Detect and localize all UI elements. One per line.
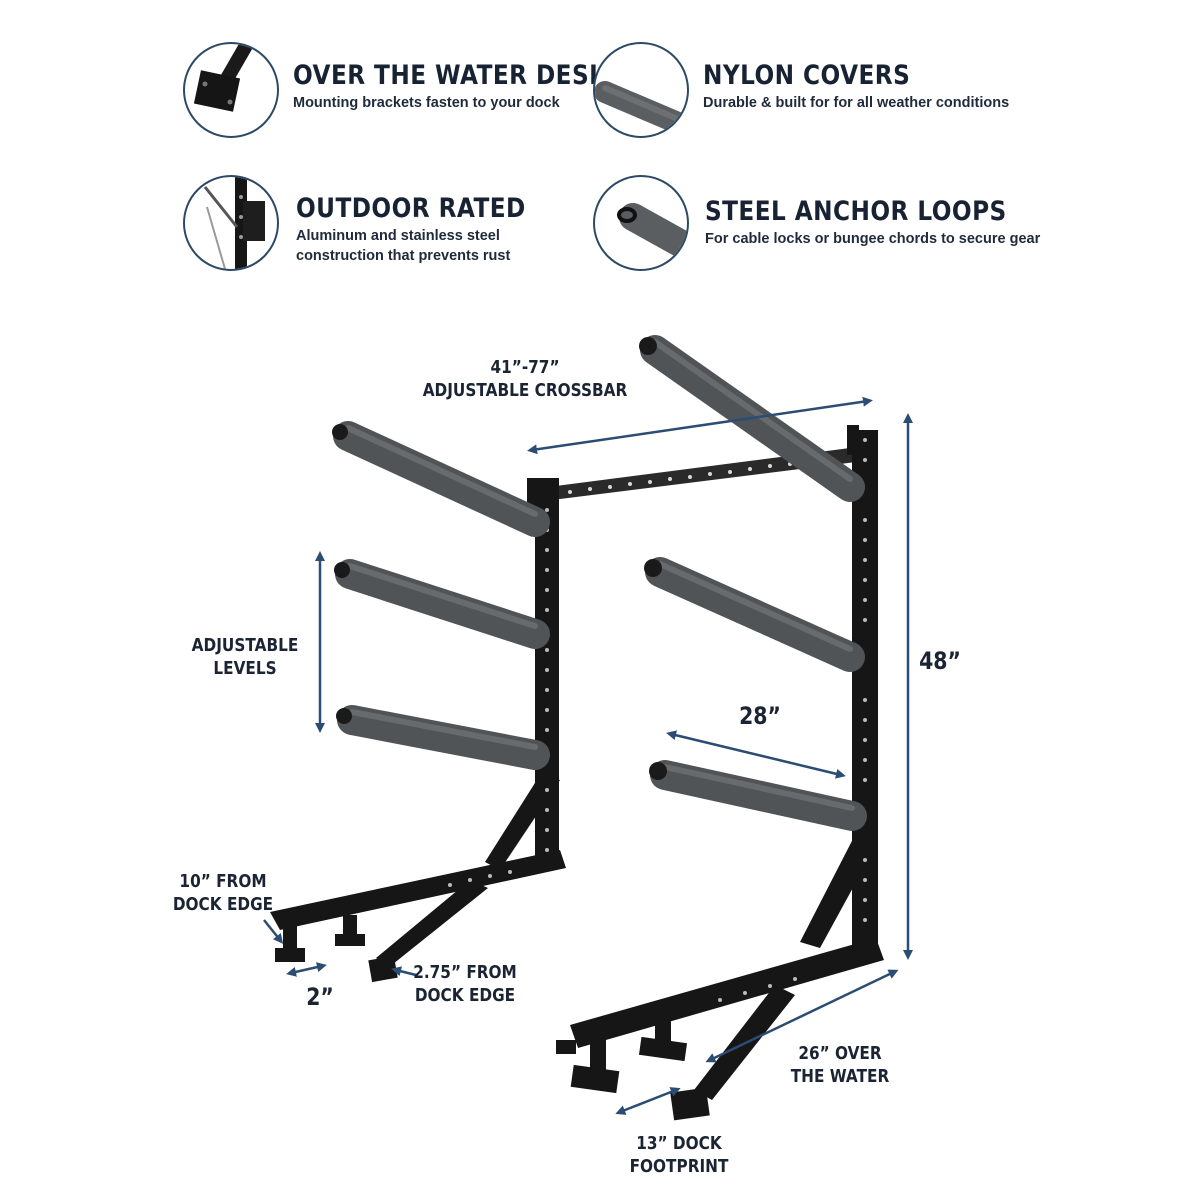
- levels-line-1: ADJUSTABLE: [191, 635, 299, 656]
- levels-line-2: LEVELS: [213, 658, 277, 679]
- dock-edge-275-arrow: [391, 966, 417, 977]
- feature-desc: Durable & built for for all weather cond…: [703, 95, 1010, 111]
- feature-title: OUTDOOR RATED: [296, 193, 526, 224]
- arm-length-label: 28”: [739, 702, 781, 730]
- over-water-arrow: [705, 969, 899, 1063]
- dimension-arrows: [263, 396, 913, 1115]
- feature-title: OVER THE WATER DESIGN: [293, 60, 638, 91]
- footprint-arrow: [615, 1087, 681, 1115]
- footprint-label: 13” DOCK FOOTPRINT: [624, 1132, 735, 1178]
- nylon-cover-icon: [593, 42, 689, 138]
- feature-title: NYLON COVERS: [703, 60, 911, 91]
- mounting-bracket-icon: [183, 42, 279, 138]
- feature-desc: construction that prevents rust: [296, 248, 511, 264]
- adjustable-crossbar: [548, 448, 856, 500]
- crossbar-dimension-label: 41”-77” ADJUSTABLE CROSSBAR: [402, 356, 649, 402]
- feature-desc: Mounting brackets fasten to your dock: [293, 95, 560, 111]
- crossbar-caption: ADJUSTABLE CROSSBAR: [422, 380, 628, 401]
- footprint-line-1: 13” DOCK: [636, 1133, 722, 1154]
- arm-length-arrow: [666, 730, 846, 779]
- crossbar-length: 41”-77”: [490, 357, 560, 378]
- levels-label: ADJUSTABLE LEVELS: [181, 634, 309, 680]
- left-frame: [270, 478, 566, 983]
- footprint-line-2: FOOTPRINT: [629, 1156, 729, 1177]
- spacing-2-label: 2”: [306, 983, 334, 1011]
- dock-edge-10-label: 10” FROM DOCK EDGE: [168, 870, 279, 916]
- over-water-line-1: 26” OVER: [798, 1043, 882, 1064]
- dock-edge-275-label: 2.75” FROM DOCK EDGE: [410, 961, 521, 1007]
- dock-edge-10-line-1: 10” FROM: [179, 871, 267, 892]
- anchor-loop-icon: [593, 175, 689, 271]
- dock-edge-275-line-2: DOCK EDGE: [414, 985, 516, 1006]
- padded-arms: [332, 335, 867, 831]
- crossbar-arrow: [527, 396, 873, 455]
- outdoor-rack-icon: [183, 175, 279, 271]
- height-label: 48”: [919, 647, 961, 675]
- dock-edge-275-line-1: 2.75” FROM: [413, 962, 517, 983]
- over-water-label: 26” OVER THE WATER: [785, 1042, 896, 1088]
- dock-edge-10-arrow: [263, 919, 284, 944]
- feature-desc: For cable locks or bungee chords to secu…: [705, 231, 1041, 247]
- over-water-line-2: THE WATER: [790, 1066, 890, 1087]
- spacing-2-arrow: [286, 962, 327, 977]
- dock-edge-10-line-2: DOCK EDGE: [172, 894, 274, 915]
- feature-desc: Aluminum and stainless steel: [296, 228, 500, 244]
- feature-title: STEEL ANCHOR LOOPS: [705, 196, 1007, 227]
